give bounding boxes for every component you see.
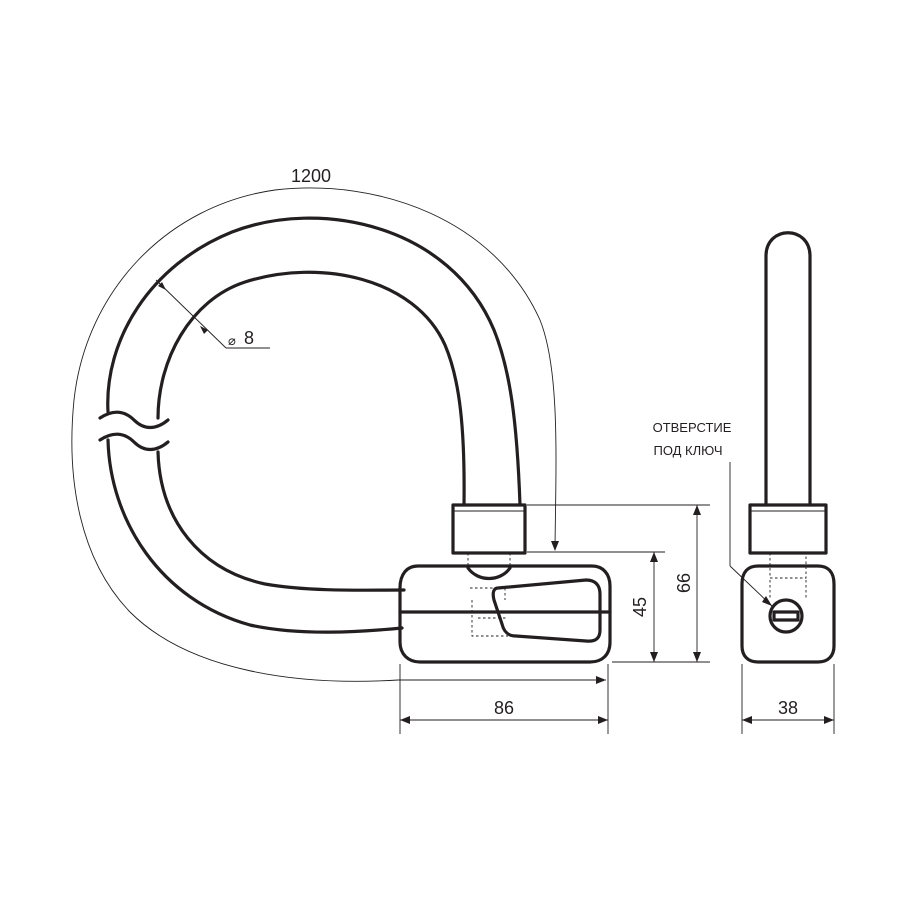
dim-cable-length-value: 1200	[291, 166, 331, 186]
side-view	[740, 231, 836, 664]
keyhole-leader-arrow	[762, 596, 772, 606]
dim-66-arrow-bottom	[693, 652, 701, 662]
front-view	[98, 216, 612, 664]
side-mechanism-dashed	[769, 580, 807, 600]
dim-86-arrow-left	[400, 716, 410, 724]
side-collar	[748, 503, 828, 555]
dim-diameter-value: 8	[244, 328, 254, 348]
dim-diameter-arrow-1	[158, 282, 166, 290]
keyhole-label-line1: ОТВЕРСТИЕ	[653, 420, 732, 435]
dim-38-arrow-right	[824, 716, 834, 724]
cable-outer-upper	[106, 216, 522, 507]
front-lock-housing	[398, 564, 612, 664]
dim-cable-length-arc	[71, 187, 557, 682]
cable-outer-lower	[106, 438, 404, 634]
cable-break-line-top	[98, 410, 170, 430]
cable-break-line-bottom	[98, 432, 170, 452]
dim-86-arrow-right	[598, 716, 608, 724]
dim-45-arrow-top	[650, 552, 658, 562]
dim-diameter-symbol: ⌀	[228, 333, 236, 348]
cable-inner-lower	[156, 450, 406, 592]
side-key-cylinder	[768, 598, 804, 634]
front-mechanism-dashed	[470, 587, 508, 637]
dim-cable-length-arrow-end	[596, 676, 606, 684]
dim-diameter-arrow-2	[200, 326, 208, 334]
dim-38-value: 38	[778, 698, 798, 718]
front-slider	[491, 578, 602, 643]
dim-86-value: 86	[494, 698, 514, 718]
side-shackle-rod	[764, 231, 812, 507]
dim-45-value: 45	[630, 597, 650, 617]
keyhole-label-line2: ПОД КЛЮЧ	[653, 443, 722, 458]
front-collar	[451, 503, 527, 555]
side-lock-housing	[740, 564, 836, 664]
dim-diameter-leader	[155, 279, 227, 349]
dim-66-arrow-top	[693, 505, 701, 515]
dim-cable-length-arrow-start	[551, 541, 559, 551]
dim-38-arrow-left	[742, 716, 752, 724]
side-keyhole-slot	[772, 610, 800, 622]
dim-66-value: 66	[674, 573, 694, 593]
cable-inner-upper	[156, 270, 466, 507]
dim-45-arrow-bottom	[650, 652, 658, 662]
front-neck-curve	[466, 566, 512, 581]
